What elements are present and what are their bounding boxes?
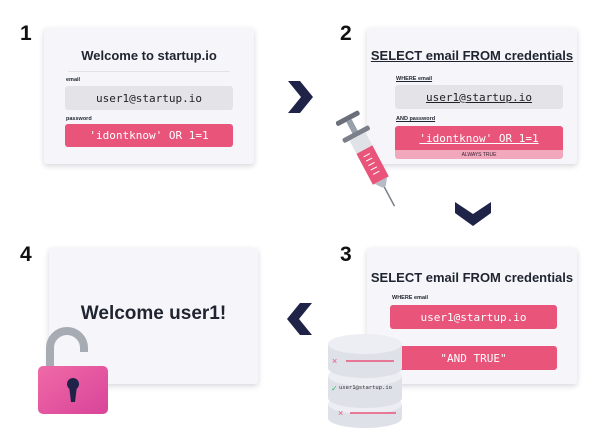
password-query-field: 'idontknow' OR 1=1 xyxy=(395,126,563,150)
password-label: password xyxy=(66,116,92,122)
where-email-label-evaluated: WHERE email xyxy=(392,295,429,301)
email-label: email xyxy=(66,77,81,83)
email-query-field: user1@startup.io xyxy=(395,85,563,109)
password-field[interactable]: 'idontknow' OR 1=1 xyxy=(65,124,233,147)
where-email-label: WHERE email xyxy=(396,76,433,82)
arrow-down-icon xyxy=(455,202,491,226)
x-mark-icon-2: × xyxy=(338,408,343,418)
login-title: Welcome to startup.io xyxy=(81,48,217,63)
arrow-right-icon xyxy=(288,81,313,113)
welcome-message: Welcome user1! xyxy=(80,303,227,324)
and-password-label: AND password xyxy=(396,116,436,122)
check-mark-icon: ✓ xyxy=(331,384,338,393)
step-number-4: 4 xyxy=(20,243,32,266)
email-field[interactable]: user1@startup.io xyxy=(65,86,233,110)
email-evaluated-field: user1@startup.io xyxy=(390,305,557,329)
unlocked-padlock-icon xyxy=(38,327,108,414)
sql-select-title-evaluated: SELECT email FROM credentials xyxy=(370,270,574,285)
database-icon: × ✓ × xyxy=(328,334,402,428)
and-true-field: "AND TRUE" xyxy=(390,346,557,370)
syringe-icon xyxy=(336,110,396,207)
divider xyxy=(68,71,230,72)
step-number-3: 3 xyxy=(340,243,352,266)
step-number-1: 1 xyxy=(20,22,32,45)
always-true-badge: ALWAYS TRUE xyxy=(395,150,563,159)
step-number-2: 2 xyxy=(340,22,352,45)
login-card: Welcome to startup.io email user1@startu… xyxy=(44,28,254,164)
sql-query-card: SELECT email FROM credentials WHERE emai… xyxy=(367,28,577,164)
sql-select-title: SELECT email FROM credentials xyxy=(370,48,574,63)
arrow-left-icon xyxy=(287,303,312,335)
database-row-label: user1@startup.io xyxy=(339,385,392,391)
welcome-card: Welcome user1! xyxy=(49,248,258,384)
x-mark-icon: × xyxy=(332,356,337,366)
